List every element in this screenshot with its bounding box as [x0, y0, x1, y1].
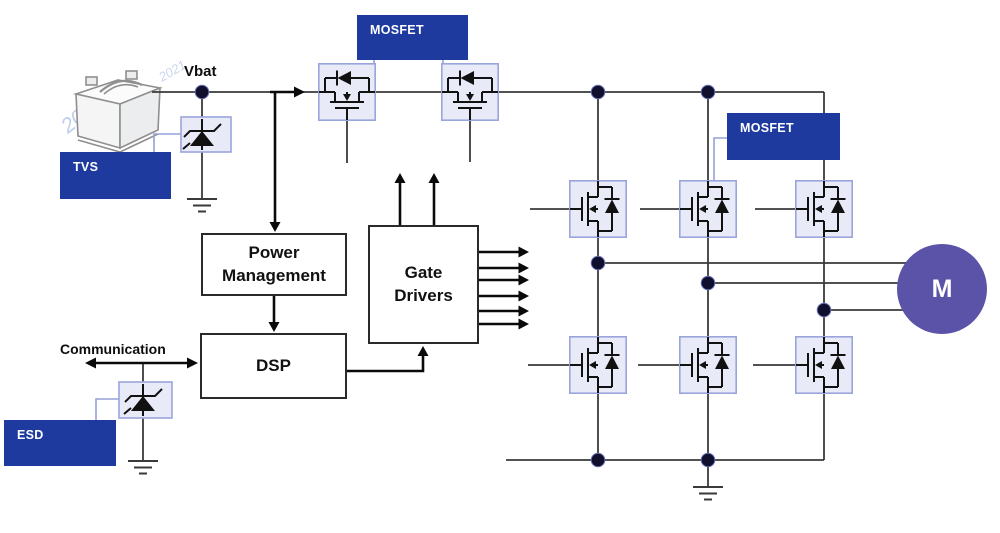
- mosfet-label-top-text: MOSFET: [370, 23, 424, 37]
- esd-label-text: ESD: [17, 428, 44, 442]
- mosfet-label-bridge: MOSFET: [727, 113, 840, 160]
- gate-drivers-line2: Drivers: [394, 285, 453, 305]
- ground-tvs: [187, 198, 217, 213]
- mosfet-label-top: MOSFET: [357, 15, 468, 60]
- gate-drivers-line1: Gate: [404, 263, 443, 283]
- esd-label: ESD: [4, 420, 116, 466]
- mosfet-bridge-high-a: [568, 179, 628, 239]
- esd-diode-symbol: [118, 381, 173, 419]
- tvs-label: TVS: [60, 152, 171, 199]
- tvs-label-text: TVS: [73, 160, 99, 174]
- communication-label: Communication: [60, 341, 166, 357]
- mosfet-series-1: [317, 62, 377, 122]
- ground-esd: [128, 460, 158, 475]
- power-management-block: Power Management: [201, 233, 347, 296]
- esd-connector: [95, 398, 119, 420]
- ground-bridge: [693, 486, 723, 501]
- motor-label: M: [931, 274, 953, 303]
- mosfet-bridge-connector: [713, 137, 727, 180]
- power-management-line1: Power: [248, 243, 300, 263]
- arrow-heads: [85, 86, 529, 369]
- vbat-label: Vbat: [184, 63, 217, 80]
- dsp-label: DSP: [256, 355, 291, 375]
- mosfet-bridge-low-b: [678, 335, 738, 395]
- mosfet-top-connector: [373, 60, 444, 66]
- junction-dots: [194, 84, 832, 468]
- mosfet-bridge-low-a: [568, 335, 628, 395]
- dsp-gd-line: [347, 356, 425, 373]
- signal-arrows: [95, 90, 519, 373]
- battery-image: 2021 2021: [56, 57, 189, 153]
- mosfet-bridge-high-c: [794, 179, 854, 239]
- power-management-line2: Management: [222, 265, 326, 285]
- mosfet-label-bridge-text: MOSFET: [740, 121, 794, 135]
- motor-symbol: M: [897, 244, 987, 334]
- ground-symbols: [128, 198, 723, 501]
- gate-drivers-block: Gate Drivers: [368, 225, 479, 344]
- tvs-connector: [153, 133, 181, 152]
- tvs-diode-symbol: [180, 116, 232, 153]
- dsp-block: DSP: [200, 333, 347, 399]
- mosfet-bridge-low-c: [794, 335, 854, 395]
- mosfet-series-2: [440, 62, 500, 122]
- mosfet-bridge-high-b: [678, 179, 738, 239]
